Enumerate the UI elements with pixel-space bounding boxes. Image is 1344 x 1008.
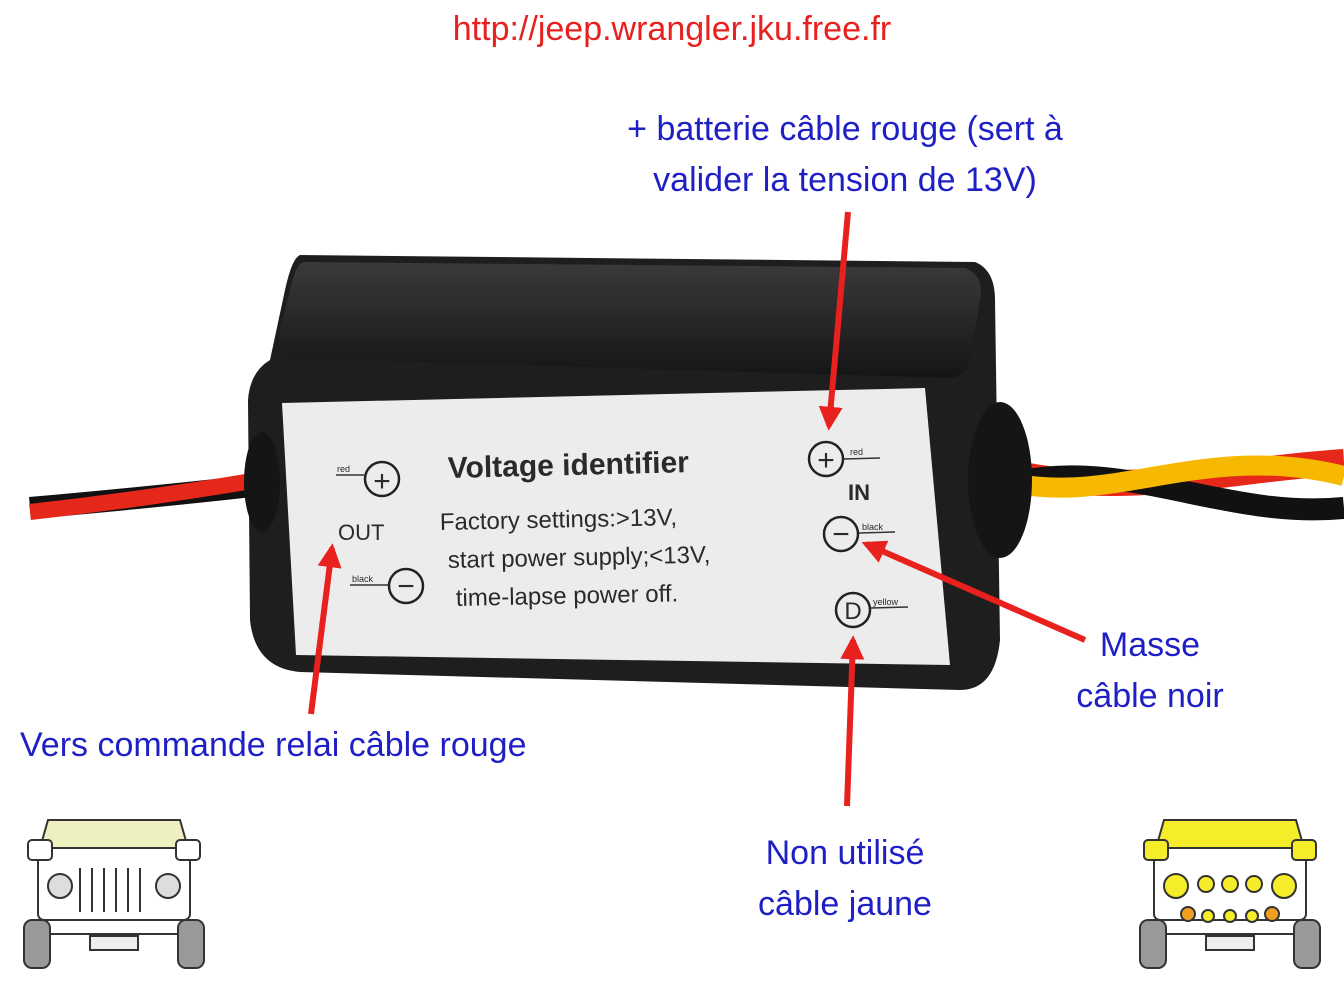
in-minus-symbol: − [832,518,850,551]
device-line-3: time-lapse power off. [456,580,679,612]
source-url: http://jeep.wrangler.jku.free.fr [452,10,892,48]
in-plus-terminal: + red [807,440,881,478]
out-minus-symbol: − [397,570,415,603]
in-plus-symbol: + [817,444,835,477]
battery-annotation: + batterie câble rouge (sert à valider l… [560,104,1130,206]
out-minus-terminal: black − [350,567,425,605]
ground-arrow [861,540,1087,643]
right-grommet [968,402,1032,558]
device-title: Voltage identifier [447,446,689,485]
unused-annotation: Non utilisé câble jaune [700,828,990,930]
battery-arrow [818,211,851,431]
in-black-tag: black [862,522,884,532]
battery-annotation-line-2: valider la tension de 13V) [653,161,1037,199]
jeep-front-lit-icon [1139,819,1321,969]
battery-annotation-line-1: + batterie câble rouge (sert à [627,110,1063,148]
ground-annotation: Masse câble noir [1040,620,1260,722]
out-plus-symbol: + [373,465,391,498]
in-label: IN [848,480,870,505]
unused-annotation-line-2: câble jaune [758,885,932,923]
out-label: OUT [338,520,384,545]
label-plate: Voltage identifier Factory settings:>13V… [282,388,950,665]
in-red-tag: red [850,447,863,457]
output-annotation: Vers commande relai câble rouge [20,726,527,764]
unused-arrow [840,635,865,807]
yellow-terminal: D yellow [834,591,909,629]
left-red-wire [29,470,272,520]
ground-annotation-line-1: Masse [1099,626,1201,664]
right-wires [996,449,1344,521]
out-plus-terminal: red + [336,460,401,498]
unused-annotation-line-1: Non utilisé [765,834,925,872]
d-symbol: D [844,598,861,625]
left-wires [29,470,272,520]
device-line-2: start power supply;<13V, [448,542,711,574]
in-minus-terminal: − black [822,515,896,553]
yellow-tag: yellow [873,597,899,607]
output-arrow [308,543,342,715]
out-black-tag: black [352,574,374,584]
annotation-arrows [308,211,1087,807]
device-line-1: Factory settings:>13V, [440,504,678,536]
ground-annotation-line-2: câble noir [1076,677,1224,715]
right-yellow-wire [997,455,1344,498]
out-red-tag: red [337,464,350,474]
jeep-front-icon [23,819,205,969]
left-grommet [244,432,280,532]
